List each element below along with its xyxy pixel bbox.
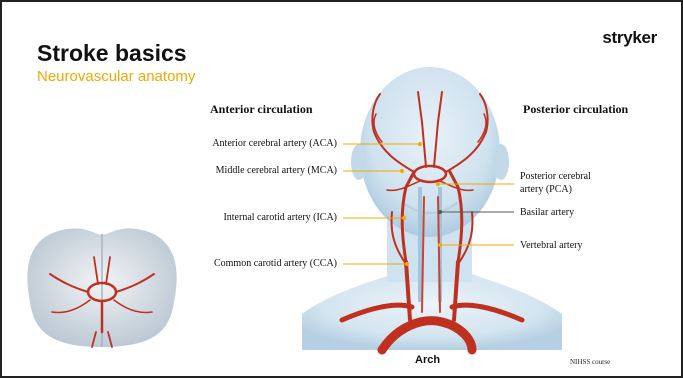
- footer-course: NIHSS course: [570, 358, 610, 366]
- page-title: Stroke basics: [37, 40, 187, 67]
- label-vertebral: Vertebral artery: [520, 239, 582, 252]
- label-pca-line2: artery (PCA): [520, 183, 572, 196]
- label-cca: Common carotid artery (CCA): [214, 257, 337, 270]
- label-pca-line1: Posterior cerebral: [520, 170, 591, 183]
- anterior-heading: Anterior circulation: [210, 102, 313, 117]
- stryker-logo: stryker: [602, 28, 657, 48]
- label-basilar: Basilar artery: [520, 206, 574, 219]
- label-mca: Middle cerebral artery (MCA): [216, 164, 337, 177]
- brain-base-circle-of-willis-illustration: [27, 228, 176, 347]
- label-ica: Internal carotid artery (ICA): [223, 211, 337, 224]
- posterior-heading: Posterior circulation: [523, 102, 628, 117]
- page-subtitle: Neurovascular anatomy: [37, 68, 195, 85]
- arch-label: Arch: [415, 354, 440, 366]
- label-aca: Anterior cerebral artery (ACA): [212, 137, 337, 150]
